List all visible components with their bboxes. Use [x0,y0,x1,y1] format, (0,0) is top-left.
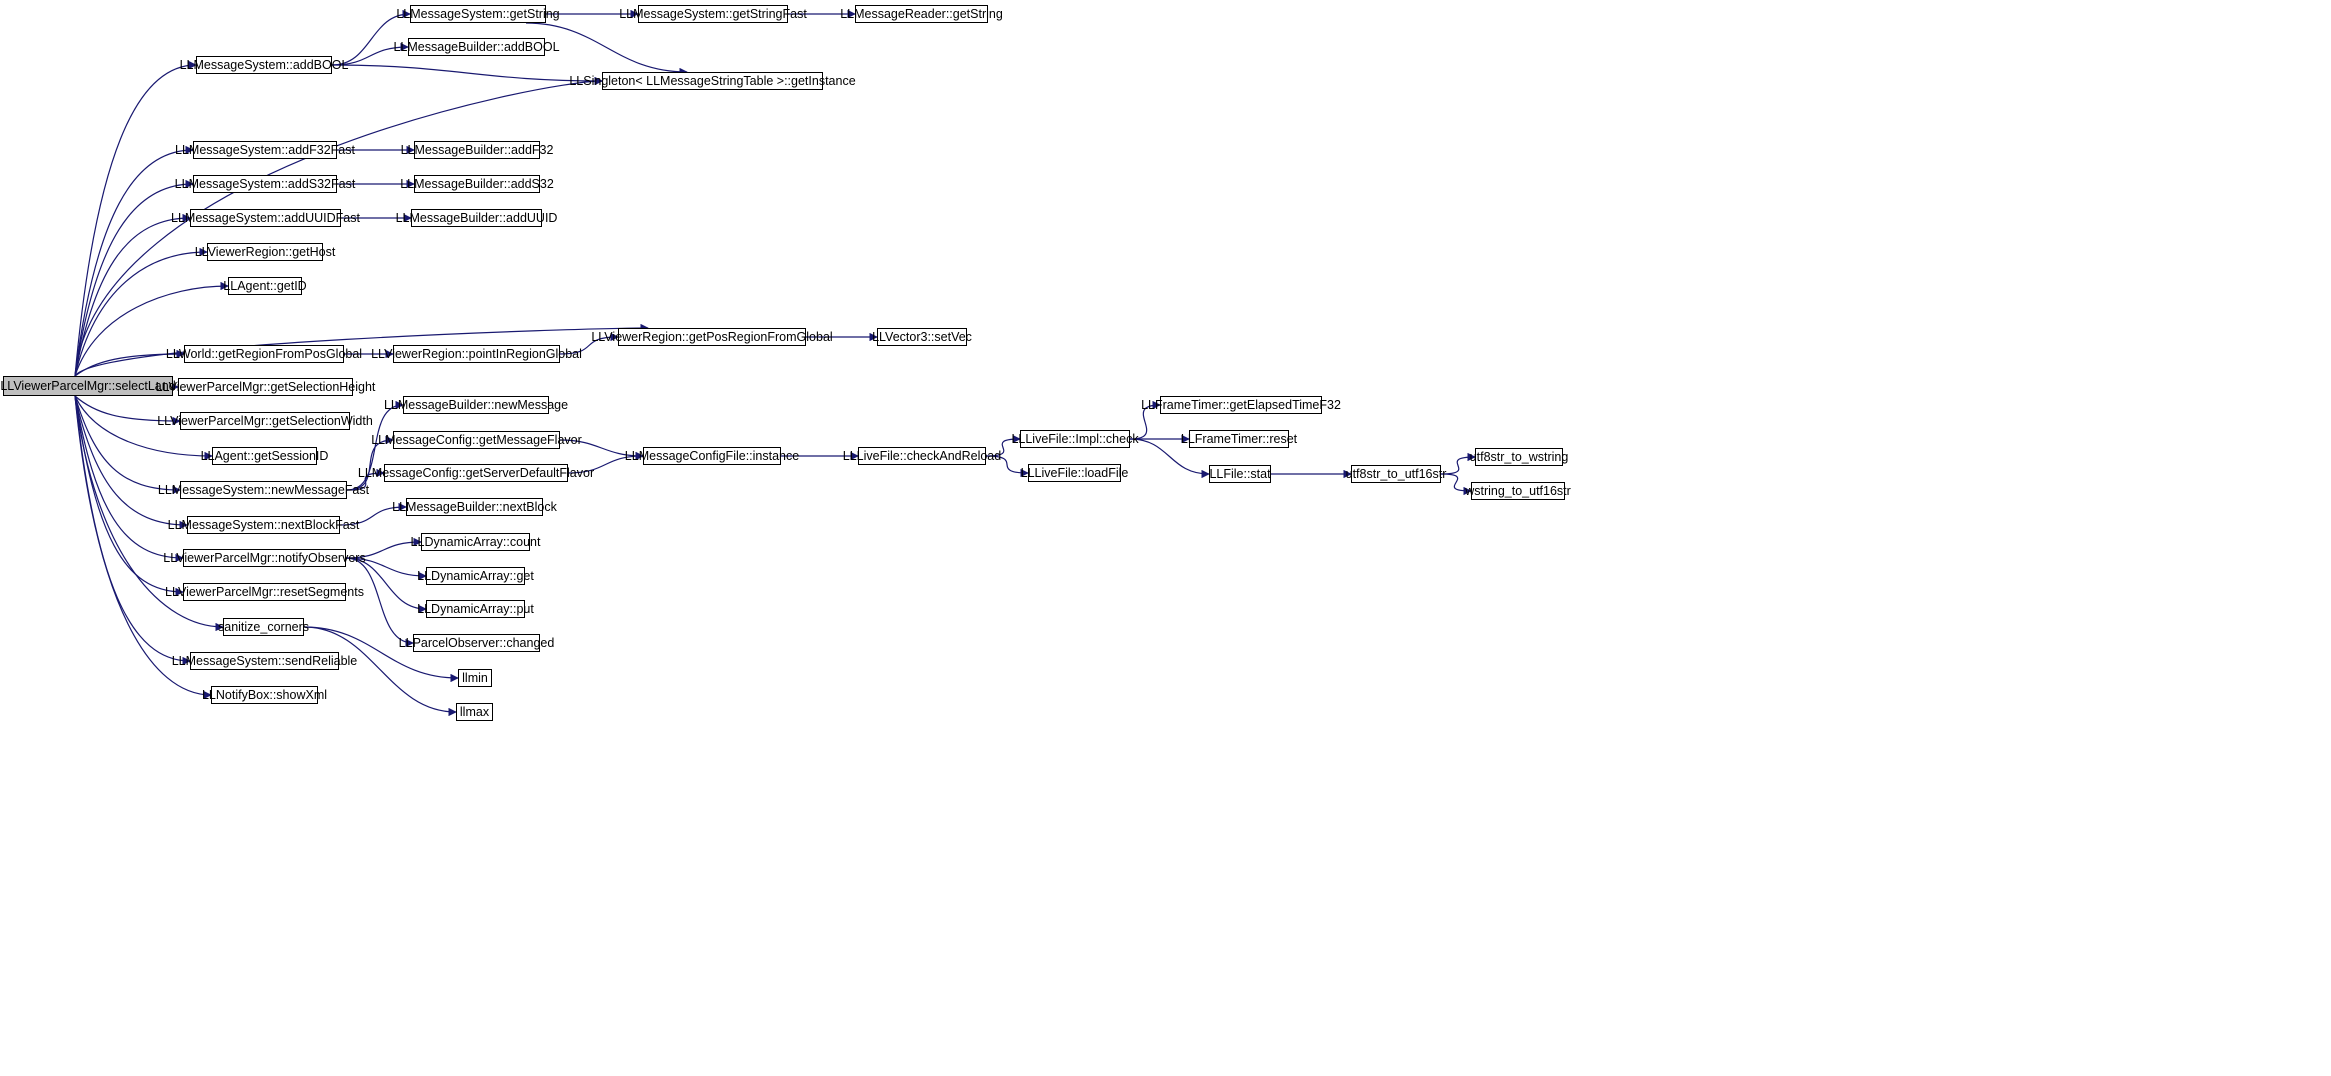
edge-root-to-notifyObservers [74,395,184,563]
edge-utf8to16-to-wToUtf16 [1440,473,1472,496]
node-da-put[interactable]: LLDynamicArray::put [417,600,534,618]
edge-notifyObservers-to-changed [345,557,414,648]
node-changed[interactable]: LLParcelObserver::changed [398,634,555,652]
node-get-string-fast[interactable]: LLMessageSystem::getStringFast [619,5,807,23]
node-notify-observers[interactable]: LLViewerParcelMgr::notifyObservers [163,549,366,567]
node-get-host[interactable]: LLViewerRegion::getHost [194,243,336,261]
edge-root-to-newMessageFast [74,395,181,495]
node-get-server-flavor[interactable]: LLMessageConfig::getServerDefaultFlavor [357,464,595,482]
node-cfg-instance[interactable]: LLMessageConfigFile::instance [624,447,800,465]
edge-pointInRegion-to-getPosRegion [559,332,619,355]
node-mb-add-s32[interactable]: LLMessageBuilder::addS32 [400,175,554,193]
node-timer-reset[interactable]: LLFrameTimer::reset [1180,430,1298,448]
edge-root-to-addUUIDFast [74,213,191,377]
node-get-msg-flavor[interactable]: LLMessageConfig::getMessageFlavor [371,431,582,449]
node-add-f32fast[interactable]: LLMessageSystem::addF32Fast [175,141,355,159]
edge-checkAndReload-to-implCheck [985,434,1021,457]
node-mb-add-bool[interactable]: LLMessageBuilder::addBOOL [393,38,560,56]
node-mb-add-f32[interactable]: LLMessageBuilder::addF32 [400,141,554,159]
edge-root-to-sanitize [74,395,224,632]
node-w-to-utf-16[interactable]: wstring_to_utf16str [1465,482,1571,500]
edge-notifyObservers-to-daCount [345,537,422,559]
edge-root-to-getRegionFromPos [74,349,185,377]
node-new-message[interactable]: LLMessageBuilder::newMessage [383,396,569,414]
edge-root-to-getID [74,281,229,377]
node-llmin[interactable]: llmin [458,669,492,687]
node-show-xml[interactable]: LLNotifyBox::showXml [201,686,328,704]
node-add-uuidfast[interactable]: LLMessageSystem::addUUIDFast [171,209,360,227]
node-add-bool[interactable]: LLMessageSystem::addBOOL [179,56,349,74]
edge-getString-to-singleton [525,22,688,77]
edge-root-to-selWidth [74,395,181,426]
edge-notifyObservers-to-daPut [345,557,427,614]
node-reset-segments[interactable]: LLViewerParcelMgr::resetSegments [165,583,364,601]
edge-nextBlockFast-to-mbNextBlock [339,502,407,526]
edge-root-to-nextBlockFast [74,395,188,530]
edge-root-to-getSessionID [74,395,213,461]
node-set-vec[interactable]: LLVector3::setVec [872,328,972,346]
node-llmax[interactable]: llmax [456,703,493,721]
node-file-stat[interactable]: LLFile::stat [1209,465,1271,483]
node-get-pos-region[interactable]: LLViewerRegion::getPosRegionFromGlobal [591,328,833,346]
edge-checkAndReload-to-loadFile [985,455,1029,478]
node-mb-add-uuid[interactable]: LLMessageBuilder::addUUID [395,209,558,227]
edge-getServerFlavor-to-cfgInstance [567,451,644,474]
edge-root-to-getPosRegion [74,323,649,377]
edge-sanitize-to-llmin [303,626,459,683]
node-get-id[interactable]: LLAgent::getID [223,277,307,295]
node-load-file[interactable]: LLLiveFile::loadFile [1020,464,1129,482]
edge-sanitize-to-llmax [303,626,457,717]
edge-notifyObservers-to-daGet [345,557,427,581]
node-get-string[interactable]: LLMessageSystem::getString [396,5,560,23]
node-send-reliable[interactable]: LLMessageSystem::sendReliable [171,652,358,670]
node-reader-get-string[interactable]: LLMessageReader::getString [840,5,1003,23]
node-singleton[interactable]: LLSingleton< LLMessageStringTable >::get… [569,72,856,90]
node-mb-next-block[interactable]: LLMessageBuilder::nextBlock [392,498,557,516]
node-root[interactable]: LLViewerParcelMgr::selectLand [0,376,176,396]
node-check-and-reload[interactable]: LLLiveFile::checkAndReload [842,447,1002,465]
edge-addBOOL-to-getString [331,9,411,66]
edge-root-to-addS32Fast [74,179,194,377]
node-next-block-fast[interactable]: LLMessageSystem::nextBlockFast [167,516,360,534]
node-get-region-from-pos[interactable]: LLWorld::getRegionFromPosGlobal [165,345,363,363]
edge-root-to-addF32Fast [74,145,194,377]
node-da-count[interactable]: LLDynamicArray::count [410,533,541,551]
node-utf-8to-w[interactable]: utf8str_to_wstring [1469,448,1569,466]
node-get-elapsed[interactable]: LLFrameTimer::getElapsedTimeF32 [1141,396,1341,414]
edge-addBOOL-to-singleton [331,64,603,86]
edge-newMessageFast-to-getMsgFlavor [346,435,394,491]
node-new-message-fast[interactable]: LLMessageSystem::newMessageFast [157,481,370,499]
edge-implCheck-to-getElapsed [1129,400,1161,440]
node-point-in-region[interactable]: LLViewerRegion::pointInRegionGlobal [371,345,582,363]
edge-getMsgFlavor-to-cfgInstance [559,439,644,461]
edge-root-to-showXml [74,395,212,700]
node-get-session-id[interactable]: LLAgent::getSessionID [200,447,329,465]
node-sel-height[interactable]: LLViewerParcelMgr::getSelectionHeight [155,378,376,396]
edge-implCheck-to-fileStat [1129,438,1210,479]
edge-root-to-getHost [74,247,208,377]
node-impl-check[interactable]: LLLiveFile::Impl::check [1011,430,1139,448]
edge-utf8to16-to-utf8toW [1440,452,1476,475]
edge-newMessageFast-to-getServerFlavor [346,468,385,491]
node-add-s32fast[interactable]: LLMessageSystem::addS32Fast [174,175,356,193]
edge-root-to-addBOOL [74,60,197,377]
node-utf-8to-16[interactable]: utf8str_to_utf16str [1345,465,1447,483]
node-da-get[interactable]: LLDynamicArray::get [417,567,534,585]
node-sel-width[interactable]: LLViewerParcelMgr::getSelectionWidth [157,412,373,430]
node-sanitize[interactable]: sanitize_corners [218,618,310,636]
